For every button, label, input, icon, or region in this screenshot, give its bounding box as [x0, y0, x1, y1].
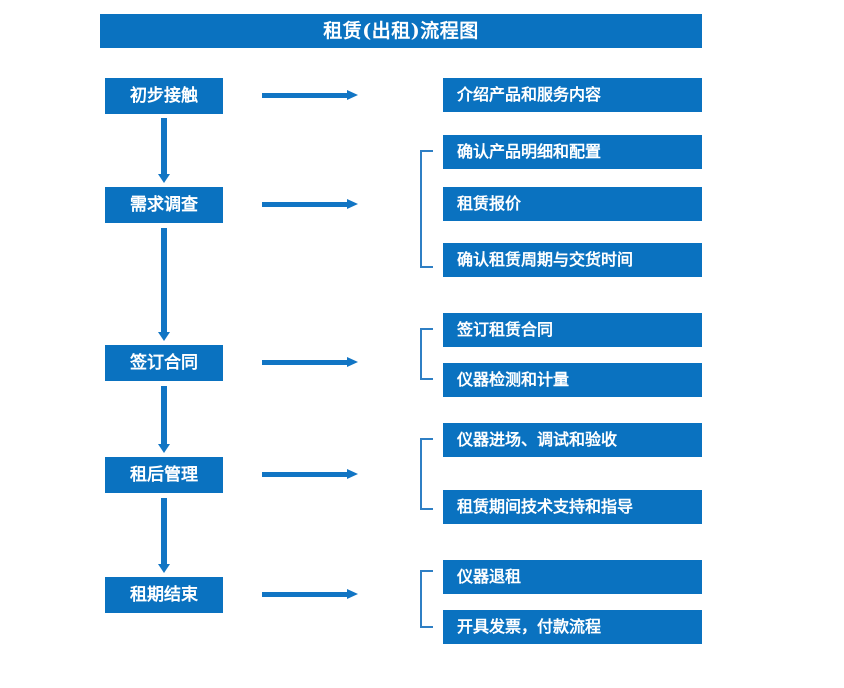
group-bracket-icon	[420, 150, 433, 268]
stage-box-sign-contract[interactable]: 签订合同	[105, 345, 223, 381]
detail-box-invoice-payment[interactable]: 开具发票，付款流程	[443, 610, 702, 644]
arrow-down-icon	[158, 228, 170, 341]
stage-box-post-rental-management[interactable]: 租后管理	[105, 457, 223, 493]
detail-box-sign-rental-contract[interactable]: 签订租赁合同	[443, 313, 702, 347]
group-bracket-icon	[420, 570, 433, 628]
stage-box-initial-contact[interactable]: 初步接触	[105, 78, 223, 114]
arrow-right-icon	[262, 589, 358, 600]
detail-box-technical-support[interactable]: 租赁期间技术支持和指导	[443, 490, 702, 524]
detail-box-confirm-product-details[interactable]: 确认产品明细和配置	[443, 135, 702, 169]
arrow-down-icon	[158, 498, 170, 573]
stage-box-rental-end[interactable]: 租期结束	[105, 577, 223, 613]
group-bracket-icon	[420, 438, 433, 510]
detail-box-rental-quotation[interactable]: 租赁报价	[443, 187, 702, 221]
arrow-right-icon	[262, 469, 358, 480]
detail-box-instrument-inspection[interactable]: 仪器检测和计量	[443, 363, 702, 397]
group-bracket-icon	[420, 328, 433, 380]
arrow-right-icon	[262, 357, 358, 368]
arrow-down-icon	[158, 386, 170, 453]
detail-box-instrument-delivery-commissioning[interactable]: 仪器进场、调试和验收	[443, 423, 702, 457]
page-title: 租赁(出租)流程图	[100, 14, 702, 48]
detail-box-introduce-products[interactable]: 介绍产品和服务内容	[443, 78, 702, 112]
stage-box-requirement-survey[interactable]: 需求调查	[105, 187, 223, 223]
arrow-down-icon	[158, 118, 170, 183]
detail-box-confirm-rental-period[interactable]: 确认租赁周期与交货时间	[443, 243, 702, 277]
detail-box-instrument-return[interactable]: 仪器退租	[443, 560, 702, 594]
arrow-right-icon	[262, 199, 358, 210]
arrow-right-icon	[262, 90, 358, 101]
